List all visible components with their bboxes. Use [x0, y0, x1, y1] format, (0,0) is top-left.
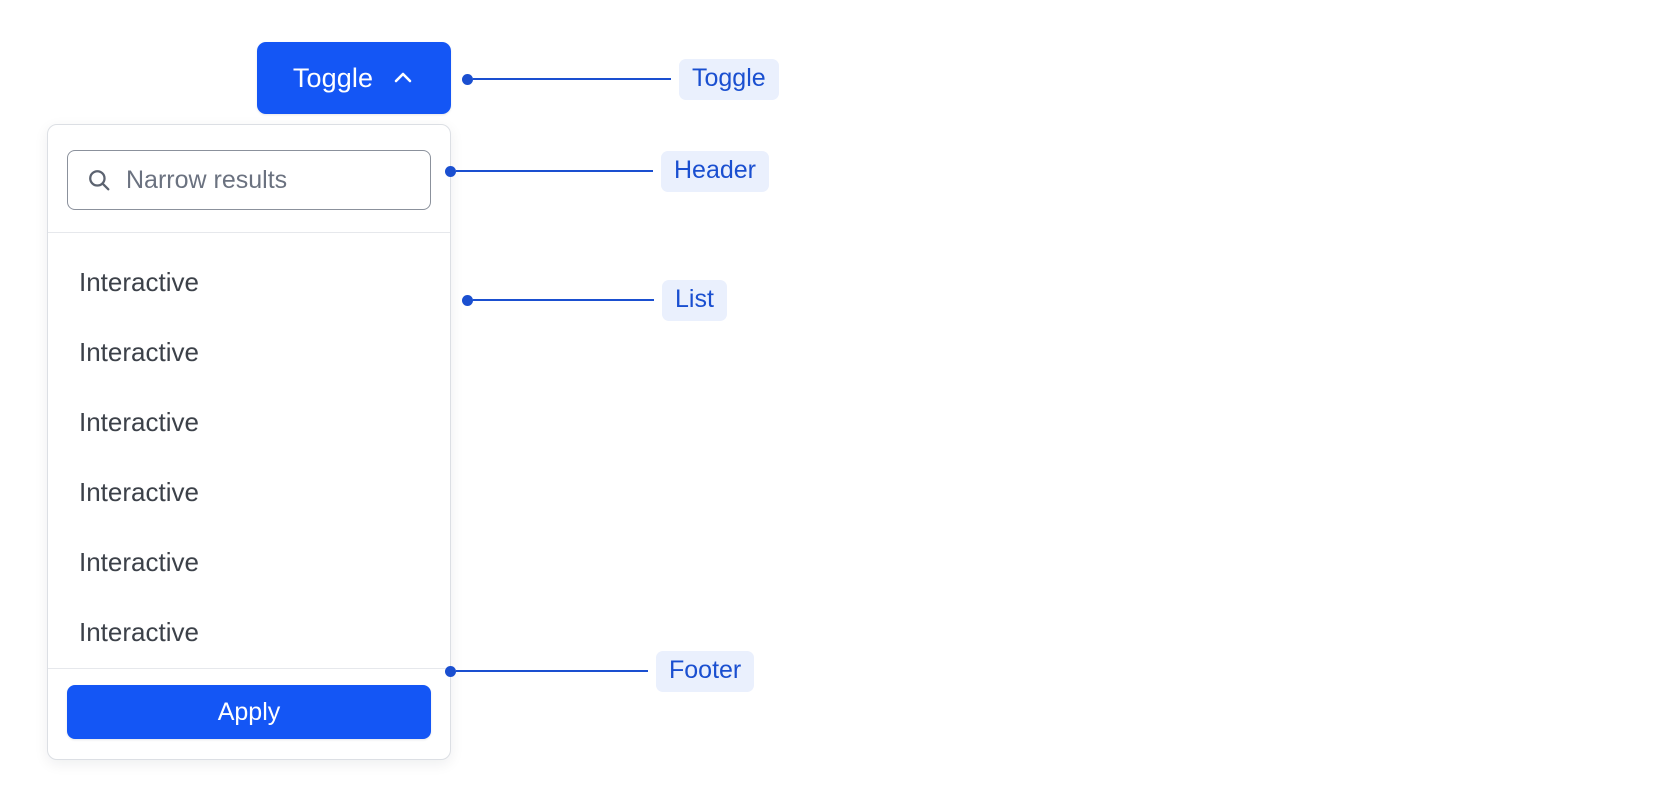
list-item-label: Interactive [79, 407, 199, 437]
panel-list: Interactive Interactive Interactive Inte… [48, 233, 450, 668]
list-item[interactable]: Interactive [48, 457, 450, 527]
list-item-label: Interactive [79, 617, 199, 647]
chevron-up-icon [391, 66, 415, 90]
annotation-dot [462, 294, 473, 306]
toggle-button-label: Toggle [292, 62, 374, 93]
toggle-button[interactable]: Toggle [257, 42, 451, 114]
annotation-dot [445, 165, 456, 177]
list-item-label: Interactive [79, 547, 199, 577]
annotation-list: List [462, 279, 727, 321]
annotation-label: Footer [656, 650, 755, 692]
annotation-label: Header [661, 150, 769, 192]
search-field[interactable] [67, 150, 431, 210]
list-item-label: Interactive [79, 477, 199, 507]
annotation-line [473, 78, 671, 80]
apply-button-label: Apply [217, 697, 281, 726]
annotation-label: List [662, 279, 727, 321]
annotation-header: Header [445, 150, 769, 192]
list-item[interactable]: Interactive [48, 597, 450, 667]
list-item[interactable]: Interactive [48, 527, 450, 597]
list-item[interactable]: Interactive [48, 317, 450, 387]
annotation-label: Toggle [679, 58, 779, 100]
list-item-label: Interactive [79, 267, 199, 297]
annotation-dot [462, 73, 473, 85]
annotation-footer: Footer [445, 650, 755, 692]
annotation-line [456, 170, 653, 172]
panel-footer: Apply [48, 668, 450, 759]
list-item-label: Interactive [79, 337, 199, 367]
panel-header [48, 125, 450, 233]
list-item[interactable]: Interactive [48, 247, 450, 317]
search-input[interactable] [68, 151, 430, 209]
list-item[interactable]: Interactive [48, 387, 450, 457]
dropdown-panel: Interactive Interactive Interactive Inte… [47, 124, 451, 760]
annotation-toggle: Toggle [462, 58, 779, 100]
annotation-dot [445, 665, 456, 677]
apply-button[interactable]: Apply [67, 685, 431, 739]
annotation-line [456, 670, 648, 672]
annotation-line [473, 299, 654, 301]
